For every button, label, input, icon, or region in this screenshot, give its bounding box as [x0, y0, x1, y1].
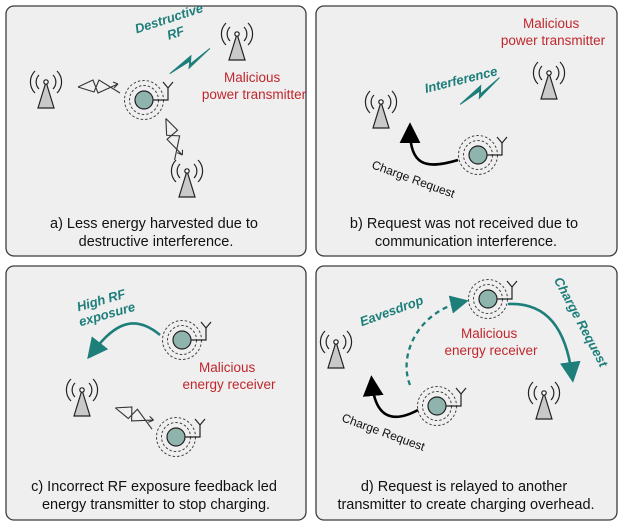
high-rf-exposure-arrow — [87, 322, 161, 360]
panel-a-box — [5, 5, 307, 257]
panel-d-box — [315, 265, 618, 521]
panel-b: Interference Malicious power transmitter… — [315, 5, 618, 257]
malicious-transmitter-label: Malicious power transmitter — [501, 16, 606, 48]
relayed-request-arrow — [507, 302, 581, 383]
panel-c: High RF exposure Malicious energy receiv… — [5, 265, 307, 521]
panel-b-box — [315, 5, 618, 257]
charge-request-arrow — [362, 375, 419, 419]
panel-c-caption: c) Incorrect RF exposure feedback led en… — [31, 479, 281, 513]
panel-d-caption: d) Request is relayed to another transmi… — [337, 479, 594, 513]
malicious-transmitter-label: Malicious power transmitter — [202, 70, 307, 102]
panel-a: Destructive RF Malicious power transmitt… — [5, 0, 307, 257]
panel-a-caption: a) Less energy harvested due to destruct… — [50, 216, 262, 250]
panel-d: Eavesdrop Charge Request Malicious energ… — [315, 265, 618, 521]
eavesdrop-arrow — [405, 295, 469, 386]
panel-c-box — [5, 265, 307, 521]
panel-b-caption: b) Request was not received due to commu… — [350, 216, 582, 250]
malicious-receiver-label: Malicious energy receiver — [182, 360, 276, 392]
malicious-receiver-label: Malicious energy receiver — [444, 326, 538, 358]
charge-request-arrow — [399, 122, 459, 166]
